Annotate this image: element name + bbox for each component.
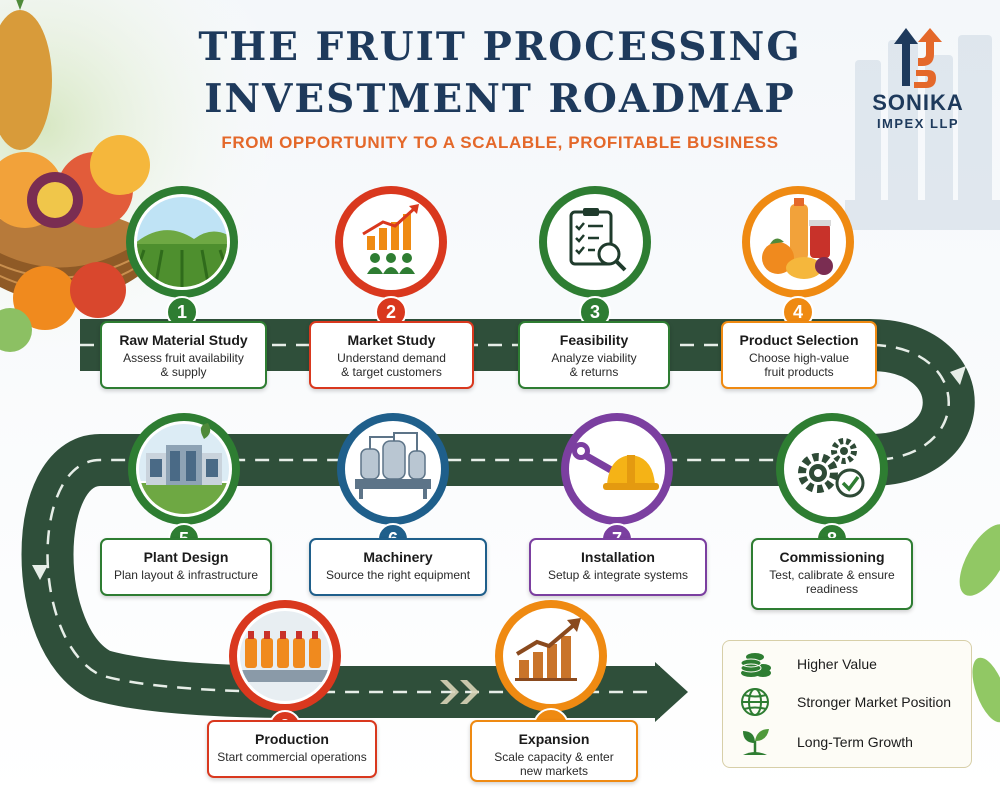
sprout-icon <box>743 729 769 755</box>
step-title: Product Selection <box>739 332 859 348</box>
benefit-item: Higher Value <box>737 649 969 679</box>
step-description: Assess fruit availability& supply <box>123 351 244 379</box>
winding-road <box>21 319 975 722</box>
step-title: Expansion <box>518 731 590 747</box>
leaf-decoration <box>959 524 1000 723</box>
coin-stack-icon <box>740 653 771 677</box>
step-title: Market Study <box>347 332 436 348</box>
page-title-line-2: INVESTMENT ROADMAP <box>204 76 796 122</box>
globe-icon <box>741 688 769 716</box>
juice-jam-fruit-icon <box>762 198 833 279</box>
factory-building-icon <box>139 423 229 514</box>
benefit-label: Stronger Market Position <box>797 694 952 710</box>
farm-field-icon <box>137 197 227 287</box>
svg-text:1: 1 <box>177 302 187 322</box>
processing-machinery-icon <box>355 432 431 499</box>
growth-arrow-chart-icon <box>515 618 581 681</box>
step-description: Source the right equipment <box>325 568 471 582</box>
step-title: Machinery <box>363 549 433 565</box>
growth-chart-people-icon <box>362 204 419 274</box>
step-description: Setup & integrate systems <box>547 568 689 582</box>
benefit-label: Higher Value <box>797 656 877 672</box>
sonika-logo-icon <box>894 28 942 88</box>
step-title: Plant Design <box>143 549 229 565</box>
step-title: Raw Material Study <box>119 332 248 348</box>
svg-text:2: 2 <box>386 302 396 322</box>
step-description: Understand demand& target customers <box>337 351 446 379</box>
step-title: Commissioning <box>779 549 885 565</box>
benefits-box: Higher Value Stronger Market Position Lo… <box>722 640 972 768</box>
fruit-basket-illustration <box>0 0 155 352</box>
step-description: Plan layout & infrastructure <box>113 568 259 582</box>
juice-bottling-line-icon <box>240 611 330 701</box>
benefit-item: Long-Term Growth <box>737 727 969 757</box>
svg-text:3: 3 <box>590 302 600 322</box>
company-logo: SONIKA IMPEX LLP <box>858 26 978 146</box>
step-description: Analyze viability& returns <box>551 351 637 379</box>
step-title: Installation <box>581 549 655 565</box>
step-title: Production <box>255 731 329 747</box>
benefit-item: Stronger Market Position <box>737 687 969 717</box>
factory-backdrop <box>845 35 1000 230</box>
logo-subname: IMPEX LLP <box>876 116 960 131</box>
page-subtitle: FROM OPPORTUNITY TO A SCALABLE, PROFITAB… <box>221 133 779 152</box>
wrench-hardhat-icon <box>572 442 659 490</box>
gears-check-icon <box>798 438 865 498</box>
logo-name: SONIKA <box>872 90 964 115</box>
benefit-label: Long-Term Growth <box>797 734 913 750</box>
step-title: Feasibility <box>559 332 629 348</box>
clipboard-magnifier-icon <box>569 208 627 272</box>
page-title-line-1: THE FRUIT PROCESSING <box>198 24 802 70</box>
step-description: Start commercial operations <box>217 750 367 764</box>
svg-text:4: 4 <box>793 302 803 322</box>
